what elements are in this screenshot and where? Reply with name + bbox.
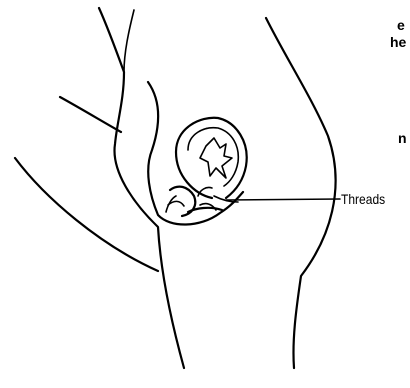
uterus-outer-outline <box>176 118 247 198</box>
left-leg-upper-outline <box>60 97 121 132</box>
threads-leader-line <box>226 199 340 200</box>
left-leg-lower-outline <box>15 158 158 271</box>
threads-label: Threads <box>341 191 385 207</box>
uterus-inner-outline <box>188 128 238 186</box>
abdomen-outline <box>266 18 336 368</box>
uterine-cavity <box>200 138 232 178</box>
cervix-fold-inner <box>166 196 176 212</box>
inner-back-line <box>124 10 134 72</box>
